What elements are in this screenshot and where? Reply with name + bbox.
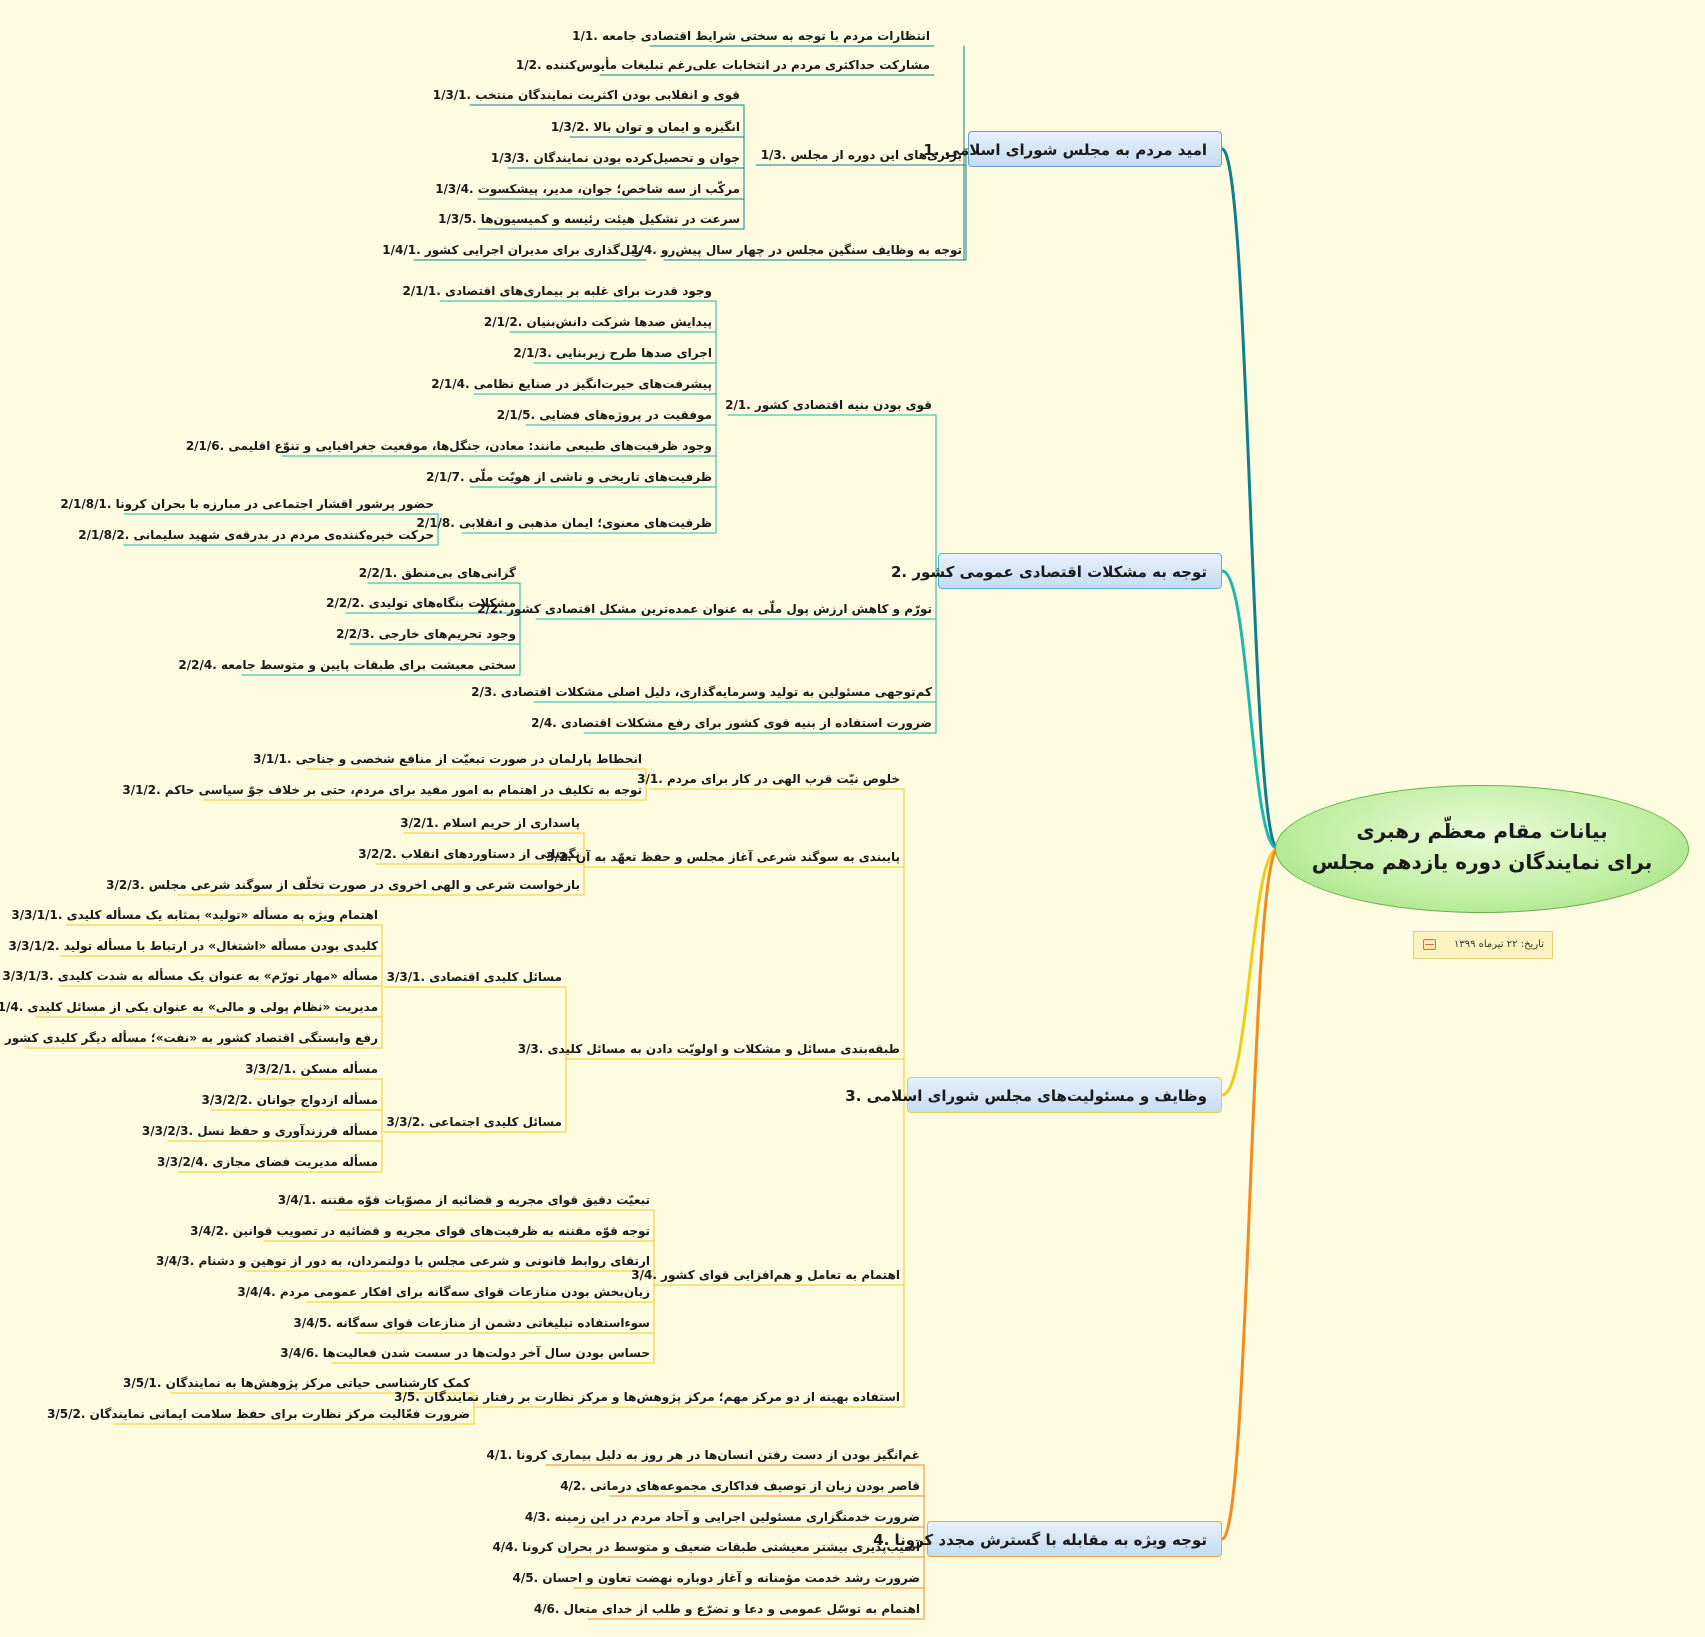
topic-label[interactable]: کم‌توجهی مسئولین به تولید وسرمایه‌گذاری،… — [471, 685, 932, 699]
topic-label[interactable]: ضرورت رشد خدمت مؤمنانه و آغاز دوباره نهض… — [512, 1571, 920, 1585]
topic-label[interactable]: مسائل کلیدی اقتصادی .3/3/1 — [386, 970, 562, 984]
topic-label[interactable]: مشکلات بنگاه‌های تولیدی .2/2/2 — [326, 596, 516, 610]
topic-label[interactable]: مسأله ازدواج جوانان .3/3/2/2 — [201, 1093, 378, 1107]
topic-label[interactable]: سختی معیشت برای طبقات پایین و متوسط جامع… — [178, 658, 516, 672]
topic-label[interactable]: مسأله فرزندآوری و حفظ نسل .3/3/2/3 — [141, 1124, 378, 1138]
topic-label[interactable]: ظرفیت‌های تاریخی و ناشی از هویّت ملّی .2… — [426, 470, 712, 484]
topic-label[interactable]: ظرفیت‌های معنوی؛ ایمان مذهبی و انقلابی .… — [416, 516, 712, 530]
topic-label[interactable]: اهتمام ویژه به مسأله «تولید» بمثابه یک م… — [11, 908, 378, 922]
date-note: تاریخ: ۲۲ تیرماه ۱۳۹۹ — [1413, 931, 1553, 959]
topic-label[interactable]: اهتمام به تعامل و هم‌افزایی قوای کشور .3… — [631, 1268, 900, 1282]
topic-label[interactable]: وجود ظرفیت‌های طبیعی مانند: معادن، جنگل‌… — [185, 439, 712, 453]
topic-label[interactable]: ریل‌گذاری برای مدیران اجرایی کشور .1/4/1 — [382, 243, 642, 257]
topic-label[interactable]: ضرورت استفاده از بنیه قوی کشور برای رفع … — [531, 716, 932, 730]
topic-label[interactable]: گرانی‌های بی‌منطق .2/2/1 — [358, 566, 516, 580]
topic-label[interactable]: نگهبانی از دستاوردهای انقلاب .3/2/2 — [358, 847, 580, 861]
branch-corona[interactable]: توجه ویژه به مقابله با گسترش مجدد کرونا … — [873, 1521, 1222, 1557]
topic-label[interactable]: توجه به وظایف سنگین مجلس در چهار سال پیش… — [631, 243, 962, 257]
root-title-line2: برای نمایندگان دوره یازدهم مجلس — [1311, 850, 1653, 874]
topic-label[interactable]: مسأله «مهار تورّم» به عنوان یک مسأله به … — [2, 969, 378, 983]
root-title-line1: بیانات مقام معظّم رهبری — [1356, 819, 1608, 843]
topic-label[interactable]: کمک کارشناسی حیاتی مرکز پژوهش‌ها به نمای… — [123, 1376, 470, 1390]
topic-label[interactable]: قوی بودن بنیه اقتصادی کشور .2/1 — [725, 398, 932, 412]
branch-hope-of-people[interactable]: امید مردم به مجلس شورای اسلامی .1 — [923, 131, 1222, 167]
topic-label[interactable]: پیشرفت‌های حیرت‌انگیز در صنایع نظامی .2/… — [431, 377, 712, 391]
branch-parliament-duties[interactable]: وظایف و مسئولیت‌های مجلس شورای اسلامی .3 — [845, 1077, 1222, 1113]
main-branch-curve — [1220, 569, 1280, 851]
topic-label[interactable]: خلوص نیّت قرب الهی در کار برای مردم .3/1 — [637, 772, 900, 786]
topic-label[interactable]: مسائل کلیدی اجتماعی .3/3/2 — [386, 1115, 562, 1129]
topic-label[interactable]: پایبندی به سوگند شرعی آغاز مجلس و حفظ تع… — [546, 850, 900, 864]
topic-label[interactable]: مسأله مدیریت فضای مجازی .3/3/2/4 — [157, 1155, 378, 1169]
branch-economic-problems[interactable]: توجه به مشکلات اقتصادی عمومی کشور .2 — [891, 553, 1222, 589]
topic-label[interactable]: حساس بودن سال آخر دولت‌ها در سست شدن فعا… — [280, 1346, 650, 1360]
topic-label[interactable]: جوان و تحصیل‌کرده بودن نمایندگان .1/3/3 — [490, 151, 740, 165]
topic-label[interactable]: زیان‌بخش بودن منازعات قوای سه‌گانه برای … — [237, 1285, 650, 1299]
topic-label[interactable]: غم‌انگیز بودن از دست رفتن انسان‌ها در هر… — [486, 1448, 920, 1462]
root-node[interactable]: بیانات مقام معظّم رهبری برای نمایندگان د… — [1275, 785, 1689, 913]
topic-label[interactable]: وجود تحریم‌های خارجی .2/2/3 — [336, 627, 516, 641]
topic-label[interactable]: توجه به تکلیف در اهتمام به امور مفید برا… — [122, 783, 642, 797]
topic-label[interactable]: اجرای صدها طرح زیربنایی .2/1/3 — [513, 346, 712, 360]
topic-label[interactable]: کلیدی بودن مسأله «اشتغال» در ارتباط با م… — [8, 939, 378, 953]
topic-label[interactable]: مشارکت حداکثری مردم در انتخابات علی‌رغم … — [515, 58, 930, 72]
topic-label[interactable]: تبعیّت دقیق قوای مجریه و قضائیه از مصوّب… — [277, 1193, 650, 1207]
topic-label[interactable]: بازخواست شرعی و الهی اخروی در صورت تخلّف… — [106, 878, 580, 892]
main-branch-curve — [1220, 147, 1280, 851]
topic-label[interactable]: حرکت خیره‌کننده‌ی مردم در بدرقه‌ی شهید س… — [78, 528, 434, 542]
topic-label[interactable]: انحطاط پارلمان در صورت تبعیّت از منافع ش… — [253, 752, 642, 766]
calendar-icon — [1423, 939, 1436, 950]
topic-label[interactable]: سرعت در تشکیل هیئت رئیسه و کمیسیون‌ها .1… — [438, 212, 740, 226]
topic-label[interactable]: طبقه‌بندی مسائل و مشکلات و اولویّت دادن … — [517, 1042, 900, 1056]
topic-label[interactable]: انتظارات مردم با توجه به سختی شرایط اقتص… — [572, 29, 930, 43]
topic-label[interactable]: پیدایش صدها شرکت دانش‌بنیان .2/1/2 — [483, 315, 712, 329]
topic-label[interactable]: قاصر بودن زبان از توصیف فداکاری مجموعه‌ه… — [560, 1479, 920, 1493]
topic-label[interactable]: توجه قوّه مقننه به ظرفیت‌های قوای مجریه … — [190, 1224, 650, 1238]
topic-label[interactable]: پاسداری از حریم اسلام .3/2/1 — [400, 816, 580, 830]
topic-label[interactable]: اهتمام به توسّل عمومی و دعا و تضرّع و طل… — [533, 1602, 920, 1616]
topic-label[interactable]: سوءاستفاده تبلیغاتی دشمن از منازعات قوای… — [293, 1316, 650, 1330]
topic-label[interactable]: مسأله مسکن .3/3/2/1 — [245, 1062, 378, 1076]
topic-label[interactable]: وجود قدرت برای غلبه بر بیماری‌های اقتصاد… — [402, 284, 712, 298]
topic-label[interactable]: ضرورت خدمتگزاری مسئولین اجرایی و آحاد مر… — [524, 1510, 920, 1524]
topic-label[interactable]: استفاده بهینه از دو مرکز مهم؛ مرکز پژوهش… — [394, 1390, 900, 1404]
topic-label[interactable]: ضرورت فعّالیت مرکز نظارت برای حفظ سلامت … — [47, 1407, 470, 1421]
topic-label[interactable]: مرکّب از سه شاخص؛ جوان، مدیر، پیشکسوت .1… — [435, 182, 740, 196]
topic-label[interactable]: مدیریت «نظام پولی و مالی» به عنوان یکی ا… — [0, 1000, 378, 1014]
topic-label[interactable]: موفقیت در پروژه‌های فضایی .2/1/5 — [496, 408, 712, 422]
topic-label[interactable]: ارتقای روابط قانونی و شرعی مجلس با دولتم… — [155, 1254, 650, 1268]
topic-label[interactable]: قوی و انقلابی بودن اکثریت نمایندگان منتخ… — [432, 88, 740, 102]
topic-label[interactable]: حضور پرشور اقشار اجتماعی در مبارزه با بح… — [60, 497, 434, 511]
topic-label[interactable]: آسیب‌پذیری بیشتر معیشتی طبقات ضعیف و متو… — [492, 1540, 920, 1554]
topic-label[interactable]: برتری‌های این دوره از مجلس .1/3 — [760, 148, 962, 162]
topic-label[interactable]: تورّم و کاهش ارزش پول ملّی به عنوان عمده… — [477, 602, 932, 616]
topic-label[interactable]: انگیزه و ایمان و توان بالا .1/3/2 — [550, 120, 740, 134]
date-label: تاریخ: ۲۲ تیرماه ۱۳۹۹ — [1453, 939, 1544, 950]
main-branch-curve — [1220, 847, 1280, 1097]
topic-label[interactable]: رفع وابستگی اقتصاد کشور به «نفت»؛ مسأله … — [0, 1031, 378, 1045]
main-branch-curve — [1220, 847, 1280, 1541]
